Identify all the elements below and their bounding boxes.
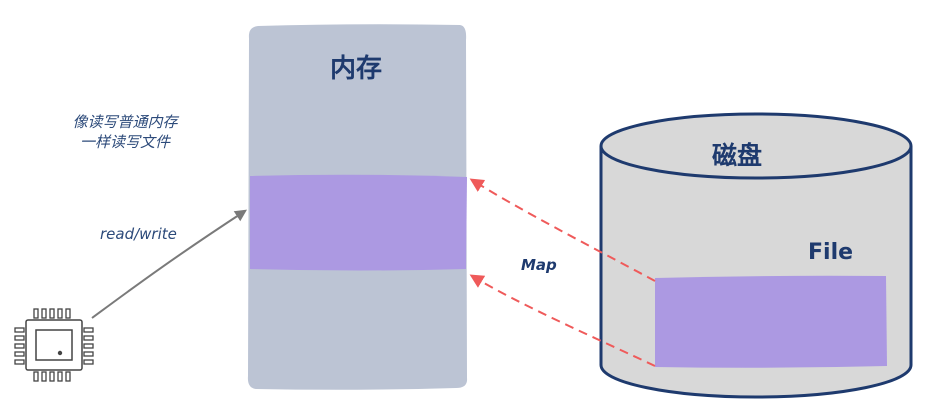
map-arrow-top — [469, 178, 656, 282]
rw-note-line2: 一样读写文件 — [79, 133, 170, 151]
memory-mapped-region — [250, 174, 467, 271]
disk-file-region — [655, 275, 887, 368]
read-write-arrow — [91, 209, 248, 319]
rw-note-line1: 像读写普通内存 — [72, 113, 178, 131]
rw-note: 像读写普通内存 一样读写文件 — [50, 112, 200, 152]
map-arrow-bottom — [469, 274, 656, 367]
map-label: Map — [521, 256, 557, 274]
disk-title: 磁盘 — [712, 141, 763, 170]
read-write-label: read/write — [100, 225, 177, 243]
cpu-chip-icon — [14, 308, 94, 382]
file-label: File — [808, 240, 854, 265]
memory-title: 内存 — [329, 54, 382, 84]
